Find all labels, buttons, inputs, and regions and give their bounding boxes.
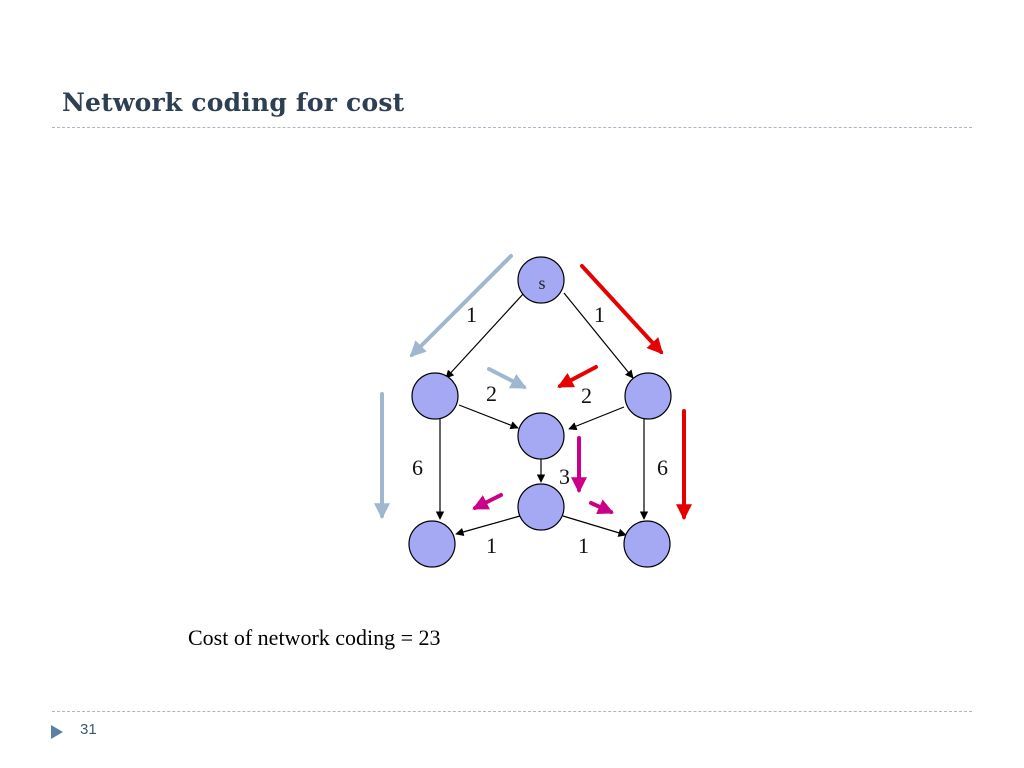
graph-edges — [435, 292, 649, 537]
flow-a-arrow — [487, 367, 527, 389]
edge-s-left — [445, 292, 525, 379]
node-right — [624, 372, 672, 420]
flow-b-arrow — [557, 365, 598, 388]
coded-flow-arrows — [472, 436, 614, 515]
weight-center-lower: 3 — [559, 464, 570, 489]
triangle-bullet-icon — [51, 725, 63, 739]
node-bottom-right — [623, 520, 671, 568]
edge-left-center — [458, 404, 519, 430]
edge-s-right — [563, 292, 634, 379]
slide-title: Network coding for cost — [62, 88, 405, 117]
flow-a-arrow — [409, 254, 513, 358]
coded-flow-arrow — [589, 499, 614, 515]
weight-right-center: 2 — [581, 383, 592, 408]
flow-b-arrows — [557, 264, 692, 521]
node-lower — [517, 483, 565, 531]
coded-flow-arrow — [472, 493, 503, 510]
edge-right-center — [568, 406, 625, 431]
weight-left-bottomleft: 6 — [412, 455, 423, 480]
node-center — [517, 412, 565, 460]
weight-s-left: 1 — [466, 302, 477, 327]
node-bottom-left — [408, 520, 456, 568]
flow-b-arrow — [580, 264, 664, 355]
graph-nodes — [408, 256, 672, 568]
edge-lower-bottomleft — [455, 515, 521, 536]
flow-a-arrows — [374, 254, 527, 520]
weight-left-center: 2 — [486, 381, 497, 406]
node-left — [411, 372, 459, 420]
title-divider — [52, 127, 972, 128]
footer-divider — [52, 711, 972, 712]
page-number: 31 — [80, 721, 97, 738]
weight-right-bottomright: 6 — [657, 455, 668, 480]
edge-lower-bottomright — [562, 515, 627, 537]
node-source — [517, 256, 565, 304]
weight-lower-bottomright: 1 — [578, 533, 589, 558]
source-label: s — [538, 273, 545, 293]
weight-s-right: 1 — [594, 302, 605, 327]
weight-lower-bottomleft: 1 — [486, 533, 497, 558]
edge-weight-labels: 1 1 2 2 6 3 6 1 1 — [412, 302, 668, 558]
cost-caption: Cost of network coding = 23 — [188, 625, 441, 650]
